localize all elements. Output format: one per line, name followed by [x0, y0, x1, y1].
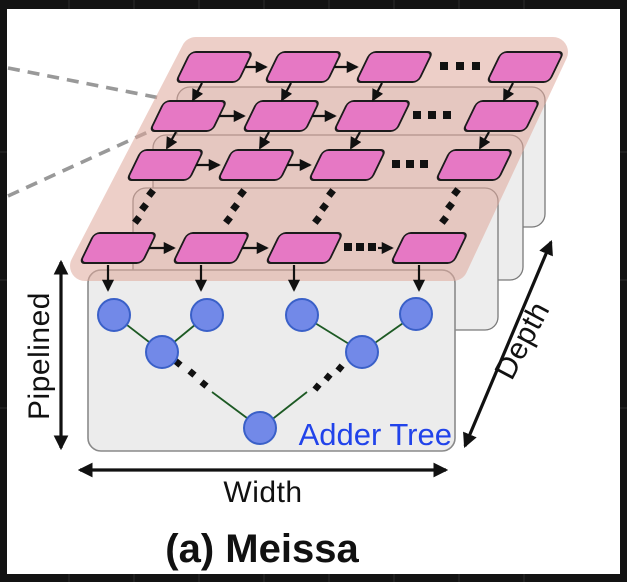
- adder-root-node: [243, 411, 277, 445]
- adder-node: [190, 298, 224, 332]
- pe-cell: [391, 232, 467, 264]
- pe-cell: [218, 149, 294, 181]
- adder-node: [145, 335, 179, 369]
- pe-to-adder-arrows: [101, 265, 426, 292]
- pipelined-label: Pipelined: [23, 292, 56, 420]
- pe-cell: [150, 100, 226, 132]
- pe-cell: [80, 232, 156, 264]
- pe-cell: [334, 100, 410, 132]
- pe-cell: [176, 51, 252, 83]
- adder-node: [97, 298, 131, 332]
- width-label: Width: [223, 476, 302, 509]
- pe-cell: [243, 100, 319, 132]
- pe-cell: [436, 149, 512, 181]
- pe-cell: [309, 149, 385, 181]
- row-ellipsis-dots: [344, 62, 480, 251]
- pe-cell: [356, 51, 432, 83]
- pe-cell: [463, 100, 539, 132]
- pe-cell: [265, 51, 341, 83]
- pe-cell: [127, 149, 203, 181]
- pe-column-arrows: [166, 82, 515, 150]
- pe-cell: [266, 232, 342, 264]
- callout-dashed-lines: [7, 66, 161, 198]
- column-ellipsis-dots: [132, 187, 461, 225]
- pe-array: [80, 51, 563, 264]
- figure-caption: (a) Meissa: [165, 527, 359, 571]
- pe-cell: [173, 232, 249, 264]
- adder-node: [345, 335, 379, 369]
- adder-tree: Adder Tree: [97, 297, 452, 452]
- callout-dash-bottom: [7, 130, 149, 198]
- pe-row-arrows: [149, 60, 394, 255]
- depth-arrow: [463, 239, 553, 449]
- adder-node: [285, 298, 319, 332]
- adder-tree-label: Adder Tree: [299, 417, 452, 452]
- adder-node: [399, 297, 433, 331]
- pe-cell: [487, 51, 563, 83]
- callout-dash-top: [7, 66, 161, 100]
